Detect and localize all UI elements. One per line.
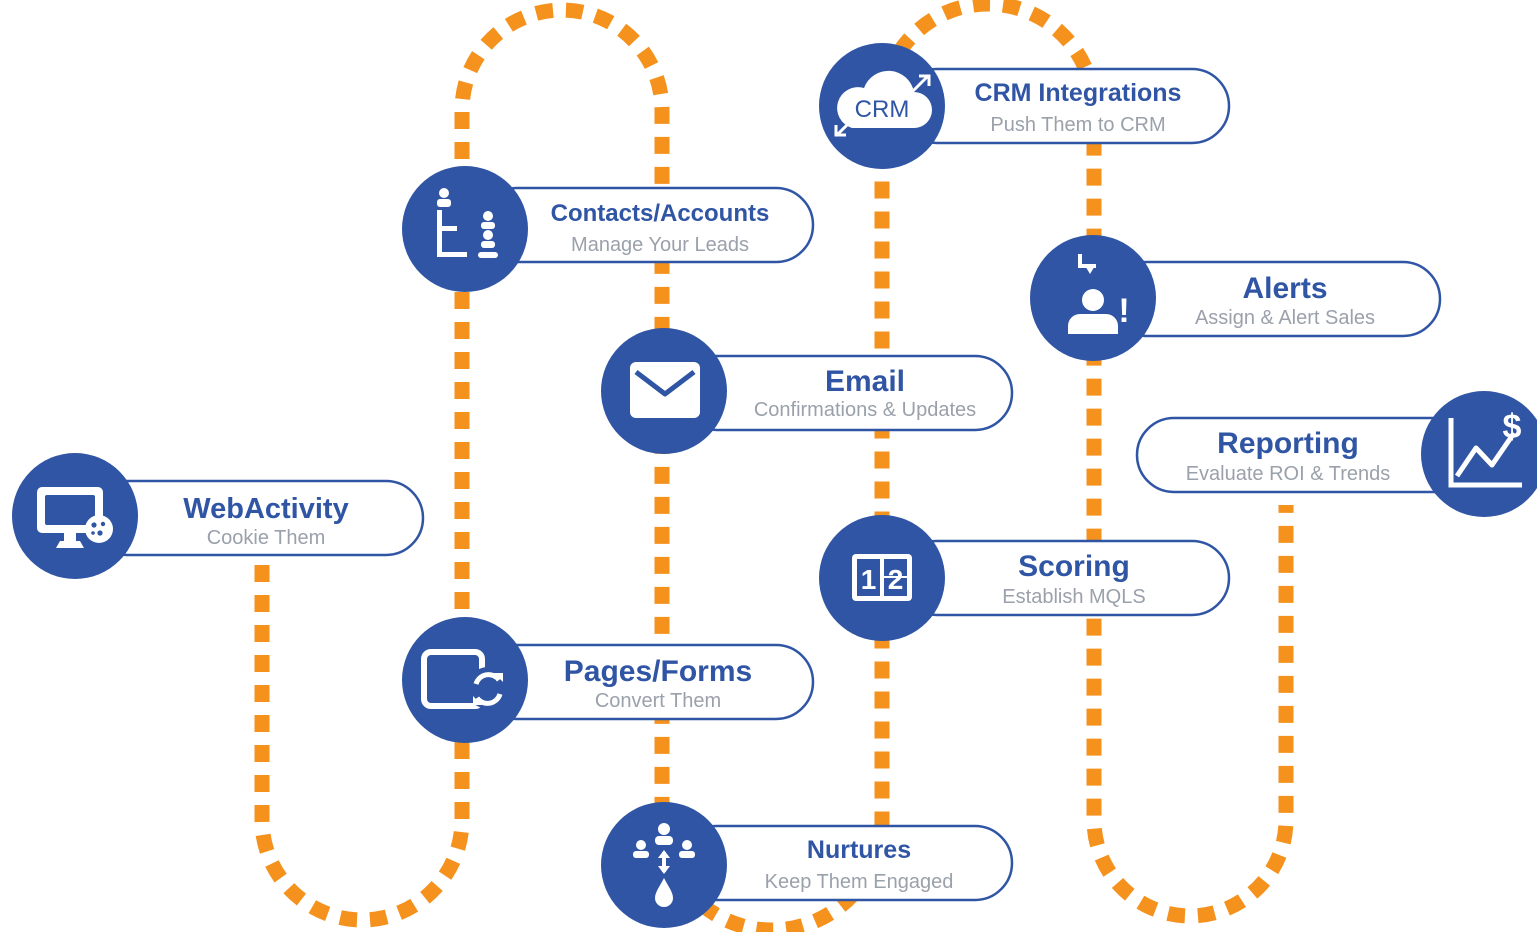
trend-dollar-icon: $ bbox=[1448, 408, 1522, 488]
dollar-sign: $ bbox=[1503, 408, 1522, 446]
step-scoring-title: Scoring bbox=[1018, 550, 1130, 583]
step-nurtures-title: Nurtures bbox=[807, 836, 911, 864]
alert-exclamation: ! bbox=[1118, 292, 1129, 330]
step-email: Email Confirmations & Updates bbox=[601, 328, 1014, 454]
step-webactivity: WebActivity Cookie Them bbox=[12, 453, 425, 579]
step-email-title: Email bbox=[825, 365, 905, 398]
step-contacts: Contacts/Accounts Manage Your Leads bbox=[402, 166, 815, 292]
step-scoring-subtitle: Establish MQLS bbox=[1002, 586, 1145, 608]
step-alerts-title: Alerts bbox=[1242, 272, 1327, 305]
monitor-cookie-icon bbox=[37, 487, 113, 548]
step-scoring: 1 2 Scoring Establish MQLS bbox=[819, 515, 1231, 641]
step-contacts-title: Contacts/Accounts bbox=[551, 200, 770, 227]
step-nurtures-subtitle: Keep Them Engaged bbox=[765, 871, 954, 893]
step-webactivity-title: WebActivity bbox=[183, 493, 348, 525]
step-pages-subtitle: Convert Them bbox=[595, 690, 721, 712]
step-crm-subtitle: Push Them to CRM bbox=[990, 114, 1165, 136]
step-reporting-title: Reporting bbox=[1217, 427, 1359, 460]
person-alert-icon: ! bbox=[1068, 254, 1130, 334]
org-chart-people-icon bbox=[437, 188, 498, 258]
scoreboard-digit-1: 1 bbox=[861, 564, 877, 595]
crm-cloud-icon-label: CRM bbox=[855, 96, 910, 123]
step-webactivity-subtitle: Cookie Them bbox=[207, 527, 326, 549]
scoreboard-digit-2: 2 bbox=[888, 564, 904, 595]
step-pages-badge bbox=[402, 617, 528, 743]
step-contacts-badge bbox=[402, 166, 528, 292]
step-reporting: $ Reporting Evaluate ROI & Trends bbox=[1135, 391, 1537, 517]
step-email-subtitle: Confirmations & Updates bbox=[754, 399, 976, 421]
step-crm-title: CRM Integrations bbox=[975, 79, 1182, 107]
people-drip-icon bbox=[633, 823, 695, 907]
step-contacts-subtitle: Manage Your Leads bbox=[571, 234, 749, 256]
step-alerts-subtitle: Assign & Alert Sales bbox=[1195, 307, 1375, 329]
scoreboard-icon: 1 2 bbox=[852, 554, 912, 601]
crm-cloud-icon: CRM bbox=[834, 70, 932, 137]
step-pages: Pages/Forms Convert Them bbox=[402, 617, 815, 743]
step-crm: CRM CRM Integrations Push Them to CRM bbox=[819, 43, 1231, 169]
step-alerts: ! Alerts Assign & Alert Sales bbox=[1030, 235, 1442, 361]
page-refresh-icon bbox=[421, 649, 509, 709]
envelope-icon bbox=[630, 362, 700, 418]
journey-path bbox=[254, 0, 1294, 932]
step-nurtures: Nurtures Keep Them Engaged bbox=[601, 802, 1014, 928]
step-pages-title: Pages/Forms bbox=[564, 655, 752, 688]
step-reporting-subtitle: Evaluate ROI & Trends bbox=[1186, 463, 1391, 485]
